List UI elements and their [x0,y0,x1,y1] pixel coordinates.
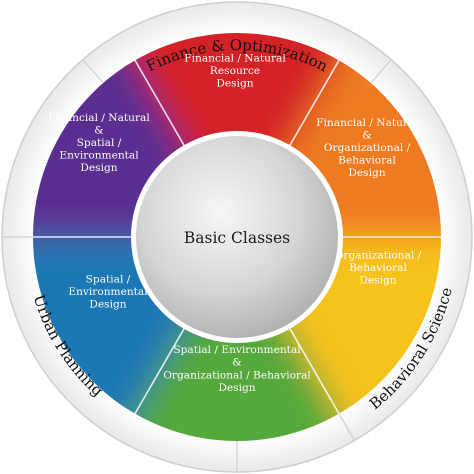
segment-label-line: Financial / Natural [48,112,150,124]
segment-label-upper-left: Financial / Natural&Spatial /Environment… [48,112,150,174]
center-circle [136,136,338,338]
segment-label-line: Spatial / [86,273,131,285]
segment-label-line: Financial / Natural [184,52,286,64]
segment-label-line: Design [348,167,385,179]
segment-label-line: Resource [210,65,260,77]
segment-label-upper-right: Financial / Natural&Organizational /Beha… [316,117,418,179]
segment-label-line: Financial / Natural [316,117,418,129]
segment-label-line: Behavioral [338,155,396,167]
divider-line [288,326,340,415]
segment-label-line: Organizational / [324,142,411,154]
segment-label-bottom: Spatial / Environmental&Organizational /… [163,344,311,394]
divider-line [288,59,340,148]
segment-label-line: Spatial / Environmental [173,344,301,356]
segment-label-line: Organizational / [335,249,422,261]
segment-label-line: Spatial / [77,137,122,149]
ring-separator [82,59,104,84]
ring-separator [370,59,392,84]
segment-label-line: Design [216,78,253,90]
ring-separators [2,59,392,472]
segment-label-line: Design [80,162,117,174]
segment-dividers [33,59,441,415]
divider-line [134,326,186,415]
segment-label-line: Environmental [59,150,139,162]
divider-line [134,59,186,148]
ring-separator [338,413,356,441]
segment-label-line: Organizational / Behavioral [163,369,311,381]
center-label: Basic Classes [184,229,290,247]
segment-label-line: Behavioral [349,262,407,274]
segment-label-line: & [232,357,241,369]
segment-label-line: & [362,129,371,141]
segment-label-line: Design [89,299,126,311]
segment-label-line: & [94,124,103,136]
segment-label-line: Environmental [68,286,148,298]
segment-label-line: Design [218,382,255,394]
segment-label-line: Design [359,275,396,287]
